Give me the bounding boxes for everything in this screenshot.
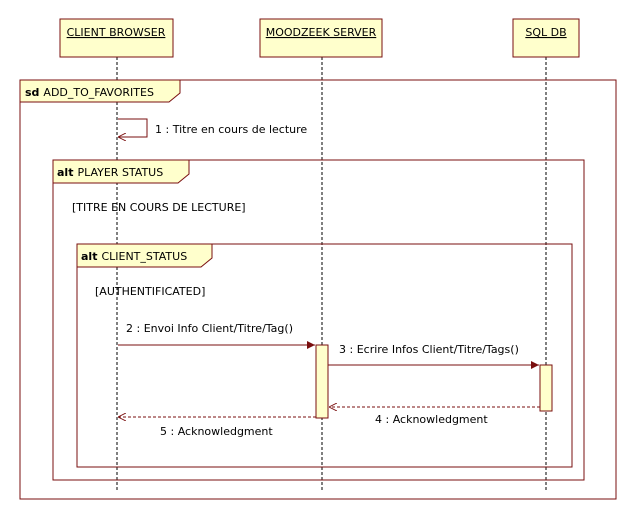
lifeline-head-server[interactable]: MOODZEEK SERVER <box>259 18 383 58</box>
alt-player-status-tab <box>52 159 190 184</box>
message-2-label: 2 : Envoi Info Client/Titre/Tag() <box>126 322 293 335</box>
alt-player-status-guard: [TITRE EN COURS DE LECTURE] <box>72 201 246 214</box>
sd-frame <box>19 79 617 500</box>
message-1-label: 1 : Titre en cours de lecture <box>155 123 307 136</box>
sd-frame-tab <box>19 79 181 103</box>
message-5-label: 5 : Acknowledgment <box>160 425 273 438</box>
alt-client-status-tab <box>76 243 213 268</box>
message-4-label: 4 : Acknowledgment <box>375 413 488 426</box>
lifeline-label-client: CLIENT BROWSER <box>67 26 166 39</box>
message-1-arrow <box>118 118 148 137</box>
lifeline-label-server: MOODZEEK SERVER <box>266 26 377 39</box>
lifeline-head-db[interactable]: SQL DB <box>512 18 580 58</box>
alt-client-status-guard: [AUTHENTIFICATED] <box>95 285 205 298</box>
lifeline-head-client[interactable]: CLIENT BROWSER <box>59 18 174 58</box>
lifeline-label-db: SQL DB <box>525 26 566 39</box>
message-3-label: 3 : Ecrire Infos Client/Titre/Tags() <box>339 343 519 356</box>
alt-client-status-frame <box>76 243 573 468</box>
alt-player-status-frame <box>52 159 585 481</box>
activation-server <box>315 344 329 419</box>
activation-db <box>539 364 553 412</box>
